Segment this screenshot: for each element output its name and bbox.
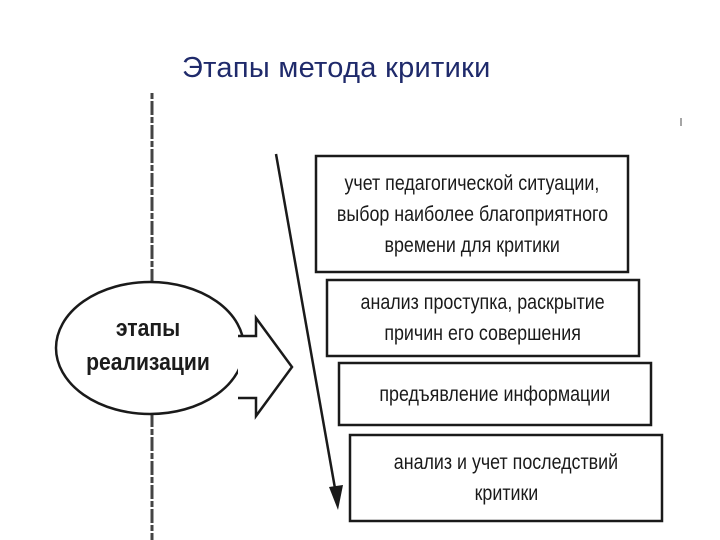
block-arrow [238,314,294,420]
step-4-line-1: анализ и учет последствий [393,451,619,474]
step-box-4: анализ и учет последствий критики [350,435,662,521]
step-1-line-1: учет педагогической ситуации, [344,171,600,195]
page-title: Этапы метода критики [182,52,491,84]
step-2-line-1: анализ проступка, раскрытие [360,291,606,314]
step-4-line-2: критики [474,482,538,505]
step-3-line-1: предъявление информации [379,382,611,406]
step-1-line-2: выбор наиболее благоприятного [336,202,608,226]
step-box-1: учет педагогической ситуации, выбор наиб… [316,156,628,272]
step-box-1-frame [314,154,630,274]
step-box-3: предъявление информации [339,363,651,425]
step-box-2-frame [325,278,641,358]
step-box-4-frame [348,433,664,523]
step-box-2: анализ проступка, раскрытие причин его с… [327,280,639,356]
oval-label: этапы реализации [69,312,227,380]
step-1-line-3: времени для критики [384,233,560,257]
step-box-3-frame [337,361,653,427]
oval-label-line-1: этапы [115,315,181,342]
diagonal-arrow-line [274,153,338,495]
step-2-line-2: причин его совершения [384,322,582,345]
oval-label-line-2: реализации [86,349,210,376]
diagonal-arrow-head [329,485,343,510]
